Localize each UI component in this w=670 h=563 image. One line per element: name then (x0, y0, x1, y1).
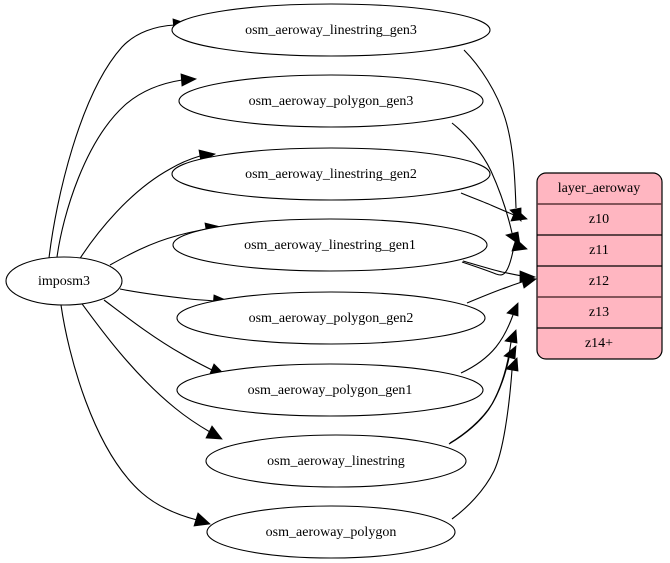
node-osm_aeroway_linestring_gen1[interactable]: osm_aeroway_linestring_gen1 (172, 218, 488, 272)
node-osm_aeroway_linestring[interactable]: osm_aeroway_linestring (205, 434, 467, 488)
osm_aeroway_linestring_gen1-ellipse[interactable] (172, 218, 488, 272)
node-osm_aeroway_linestring_gen3[interactable]: osm_aeroway_linestring_gen3 (171, 3, 491, 57)
edge-osm_aeroway_linestring_gen2-to-z10 (460, 192, 528, 222)
osm_aeroway_polygon_gen3-ellipse[interactable] (178, 74, 484, 128)
edge-imposm3-to-osm_aeroway_linestring (79, 300, 223, 440)
edge-osm_aeroway_linestring_gen3-to-z10 (463, 49, 522, 222)
edge-osm_aeroway_polygon-to-z14 (451, 357, 519, 520)
layer-aeroway-row-z14-label: z14+ (585, 336, 613, 351)
edge-osm_aeroway_linestring-to-z14 (448, 345, 517, 445)
node-osm_aeroway_polygon_gen3[interactable]: osm_aeroway_polygon_gen3 (178, 74, 484, 128)
edge-imposm3-to-osm_aeroway_polygon (60, 304, 211, 527)
osm_aeroway_polygon_gen2-label: osm_aeroway_polygon_gen2 (249, 311, 414, 326)
osm_aeroway_linestring_gen1-label: osm_aeroway_linestring_gen1 (244, 238, 416, 253)
edge-imposm3-to-osm_aeroway_polygon_gen3 (56, 73, 198, 258)
layer-aeroway-row-z13-label: z13 (589, 305, 609, 320)
osm_aeroway_linestring_gen2-ellipse[interactable] (171, 147, 491, 201)
edge-imposm3-to-osm_aeroway_linestring_gen3 (48, 18, 190, 259)
osm_aeroway_polygon_gen1-label: osm_aeroway_polygon_gen1 (248, 383, 413, 398)
layer-aeroway-header-label: layer_aeroway (558, 181, 640, 196)
edges-to-layer-aeroway (448, 49, 537, 520)
node-osm_aeroway_polygon[interactable]: osm_aeroway_polygon (206, 505, 456, 559)
layer-aeroway-row-z11-label: z11 (589, 243, 609, 258)
osm_aeroway_linestring_gen3-label: osm_aeroway_linestring_gen3 (245, 23, 417, 38)
layer-aeroway-row-z12-label: z12 (589, 274, 609, 289)
osm_aeroway_polygon_gen3-label: osm_aeroway_polygon_gen3 (249, 94, 414, 109)
osm_aeroway_linestring_gen2-label: osm_aeroway_linestring_gen2 (245, 167, 417, 182)
osm_aeroway_polygon-ellipse[interactable] (206, 505, 456, 559)
layer-aeroway-row-z10-label: z10 (589, 212, 609, 227)
edge-osm_aeroway_polygon_gen2-to-z12 (466, 275, 537, 304)
imposm3-label: imposm3 (38, 274, 90, 289)
osm_aeroway_polygon_gen1-ellipse[interactable] (176, 363, 484, 417)
node-imposm3[interactable]: imposm3 (5, 256, 123, 306)
osm_aeroway_linestring_gen3-ellipse[interactable] (171, 3, 491, 57)
osm_aeroway_linestring-ellipse[interactable] (205, 434, 467, 488)
osm_aeroway_polygon_gen2-ellipse[interactable] (176, 291, 486, 345)
node-layer_aeroway[interactable]: layer_aeroway z10 z11 z12 z13 z14+ (536, 172, 663, 360)
node-osm_aeroway_linestring_gen2[interactable]: osm_aeroway_linestring_gen2 (171, 147, 491, 201)
osm_aeroway_linestring-label: osm_aeroway_linestring (267, 454, 405, 469)
node-osm_aeroway_polygon_gen1[interactable]: osm_aeroway_polygon_gen1 (176, 363, 484, 417)
imposm3-ellipse[interactable] (5, 256, 123, 306)
node-osm_aeroway_polygon_gen2[interactable]: osm_aeroway_polygon_gen2 (176, 291, 486, 345)
edge-osm_aeroway_polygon_gen1-to-z13 (460, 302, 519, 374)
osm_aeroway_polygon-label: osm_aeroway_polygon (266, 525, 397, 540)
